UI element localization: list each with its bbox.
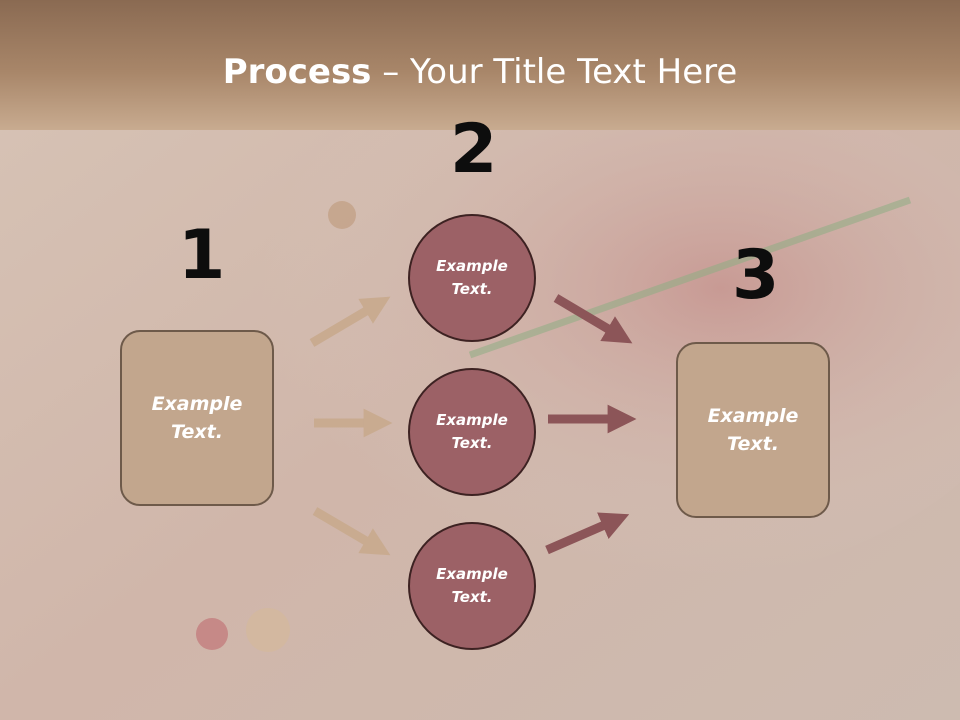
title-bold: Process — [222, 52, 372, 92]
right-process-box: Example Text. — [676, 342, 830, 518]
step-number-3: 3 — [732, 236, 780, 315]
process-circle-middle: Example Text. — [408, 368, 536, 496]
arrow-left-to-top — [309, 296, 391, 347]
arrow-left-to-bottom — [312, 507, 391, 556]
circle-bottom-text: Example Text. — [436, 564, 508, 606]
title-rest: – Your Title Text Here — [371, 52, 738, 92]
right-box-text: Example Text. — [707, 404, 799, 456]
left-box-text: Example Text. — [151, 392, 243, 444]
process-circle-top: Example Text. — [408, 214, 536, 342]
step-number-2: 2 — [450, 110, 498, 189]
process-circle-bottom: Example Text. — [408, 522, 536, 650]
title-bar — [0, 0, 960, 130]
step-number-1: 1 — [178, 216, 226, 295]
left-process-box: Example Text. — [120, 330, 274, 506]
arrow-bottom-to-right — [545, 512, 630, 555]
slide-title: Process – Your Title Text Here — [0, 52, 960, 92]
circle-middle-text: Example Text. — [436, 410, 508, 452]
circle-top-text: Example Text. — [436, 256, 508, 298]
arrow-top-to-right — [553, 294, 633, 344]
